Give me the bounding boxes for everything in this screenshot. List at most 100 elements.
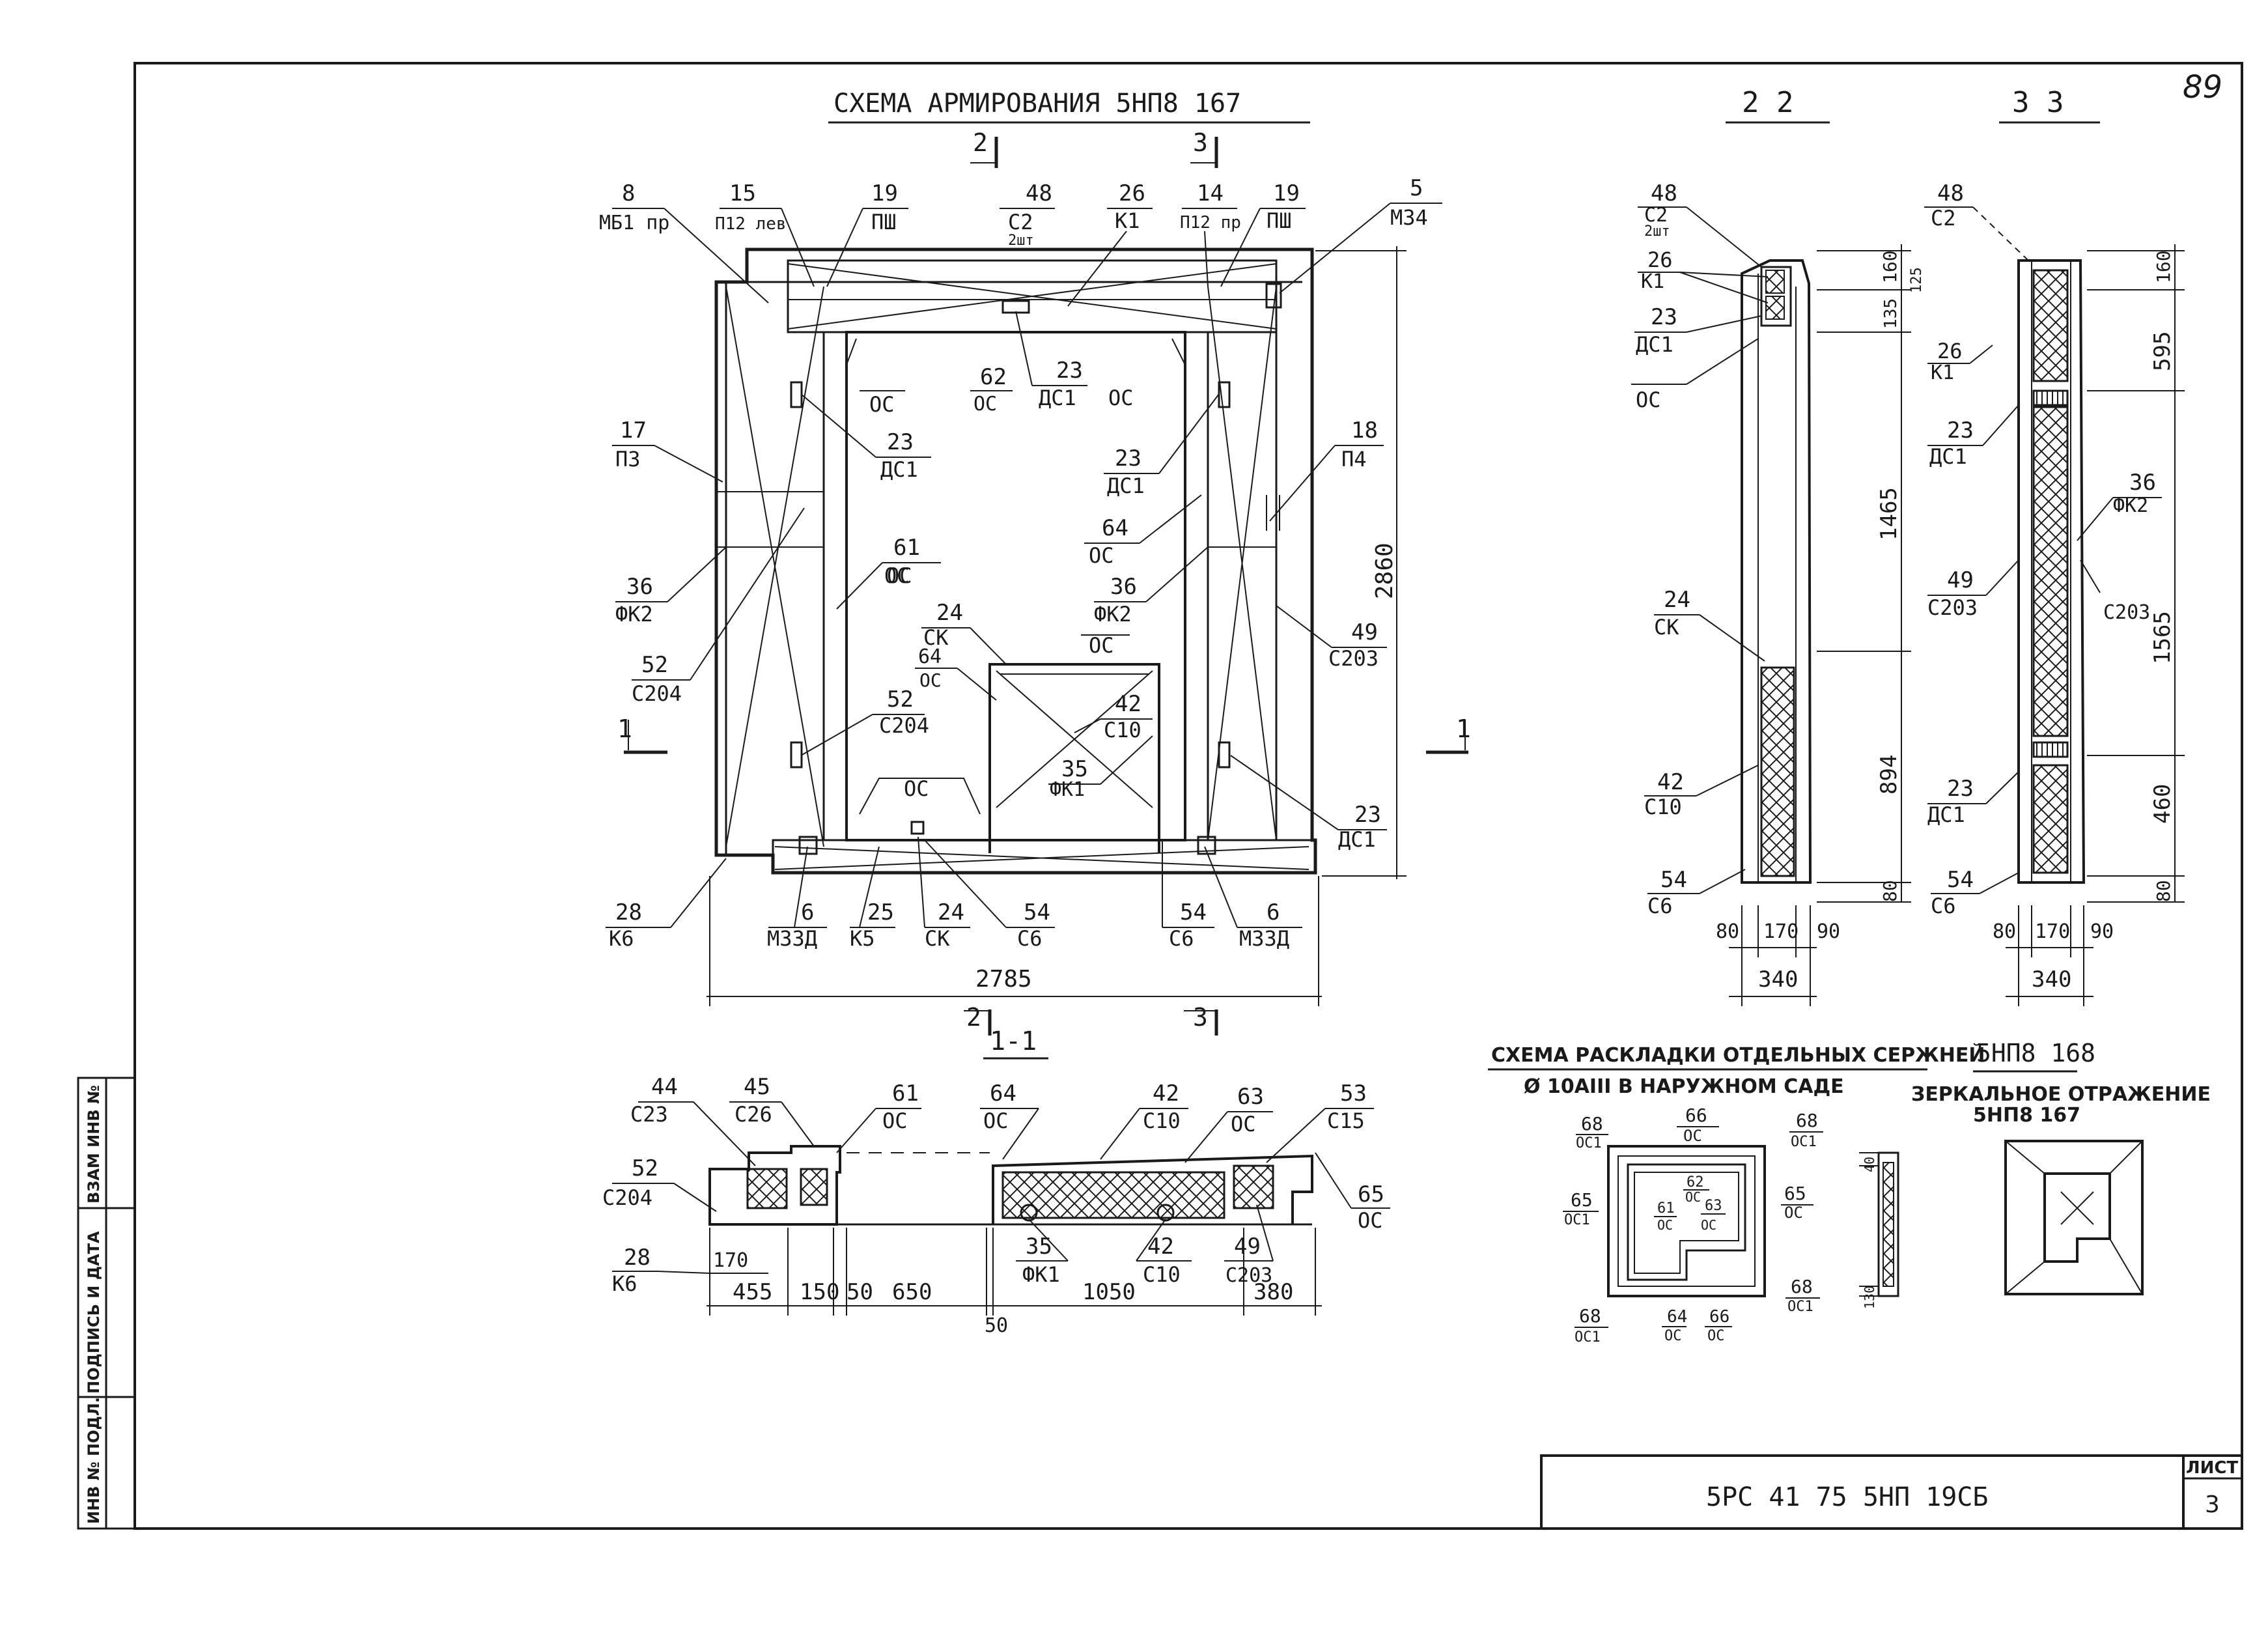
main-width-dim: 2785 <box>975 966 1032 993</box>
svg-text:ДС1: ДС1 <box>1338 827 1376 852</box>
svg-text:ФК1: ФК1 <box>1022 1262 1060 1287</box>
svg-text:ОС1: ОС1 <box>1576 1135 1602 1151</box>
svg-text:ОС: ОС <box>1701 1217 1716 1233</box>
s11-dim: 455 <box>733 1279 772 1305</box>
svg-text:36: 36 <box>626 574 653 600</box>
s22-vdim: 1465 <box>1876 487 1902 541</box>
svg-text:36: 36 <box>2129 470 2156 496</box>
svg-text:ОС: ОС <box>973 393 997 416</box>
svg-text:35: 35 <box>1061 756 1088 782</box>
svg-text:63: 63 <box>1237 1084 1264 1110</box>
svg-text:С2: С2 <box>1644 204 1668 227</box>
section-33-title: 3 3 <box>2012 86 2064 119</box>
svg-text:23: 23 <box>1947 417 1974 444</box>
svg-text:ДС1: ДС1 <box>1636 332 1673 357</box>
svg-text:23: 23 <box>1947 776 1974 802</box>
svg-text:65: 65 <box>1571 1189 1593 1211</box>
s33-vdim: 160 <box>2153 250 2174 283</box>
svg-text:ДС1: ДС1 <box>880 457 918 482</box>
svg-text:62: 62 <box>1687 1174 1704 1191</box>
svg-text:МБ1 пр: МБ1 пр <box>599 212 669 234</box>
svg-text:68: 68 <box>1796 1110 1818 1131</box>
svg-text:ФК2: ФК2 <box>1094 602 1132 627</box>
svg-text:ОС: ОС <box>1683 1127 1702 1145</box>
main-label-oc: ОС <box>904 776 929 801</box>
svg-text:28: 28 <box>615 899 642 925</box>
svg-text:П12 пр: П12 пр <box>1180 213 1241 233</box>
s11-dim: 650 <box>892 1279 932 1305</box>
svg-text:18: 18 <box>1351 417 1378 444</box>
svg-text:54: 54 <box>1947 867 1974 893</box>
svg-text:42: 42 <box>1115 691 1141 717</box>
s11-dim: 50 <box>847 1279 873 1305</box>
svg-text:ПШ: ПШ <box>1267 208 1292 233</box>
s22-vdim: 125 <box>1909 267 1925 293</box>
svg-text:ОС: ОС <box>1664 1328 1682 1344</box>
s22-hdim: 80 <box>1716 920 1739 943</box>
svg-text:61: 61 <box>892 1080 919 1107</box>
svg-text:23: 23 <box>1056 358 1083 384</box>
sect-mark-3-bottom: 3 <box>1193 1003 1208 1032</box>
svg-text:ОС1: ОС1 <box>1575 1329 1601 1346</box>
svg-text:С6: С6 <box>1647 894 1673 918</box>
svg-text:ОС: ОС <box>1685 1189 1701 1205</box>
svg-text:64: 64 <box>990 1080 1016 1107</box>
svg-text:2шт: 2шт <box>1644 223 1670 240</box>
s33-vdim: 1565 <box>2149 611 2176 664</box>
s22-vdim: 80 <box>1879 880 1901 902</box>
svg-text:42: 42 <box>1153 1080 1179 1107</box>
svg-text:62: 62 <box>980 364 1007 390</box>
mirror-code: 5НП8 168 <box>1976 1039 2095 1067</box>
svg-text:65: 65 <box>1784 1183 1806 1204</box>
svg-text:61: 61 <box>1657 1200 1675 1217</box>
svg-text:ДС1: ДС1 <box>1927 802 1965 827</box>
svg-text:5: 5 <box>1410 175 1423 201</box>
svg-text:М33Д: М33Д <box>767 926 817 951</box>
s33-hdim: 90 <box>2090 920 2114 943</box>
svg-text:28: 28 <box>624 1245 651 1271</box>
svg-text:68: 68 <box>1579 1305 1601 1327</box>
svg-text:36: 36 <box>1110 574 1137 600</box>
s22-vdim: 160 <box>1879 250 1901 283</box>
svg-text:ФК2: ФК2 <box>2113 494 2148 517</box>
svg-text:48: 48 <box>1026 180 1052 206</box>
svg-text:49: 49 <box>1351 619 1378 645</box>
section-22-title: 2 2 <box>1742 86 1793 119</box>
svg-text:ФК1: ФК1 <box>1050 778 1085 801</box>
svg-text:45: 45 <box>744 1074 770 1100</box>
sect-mark-1-right: 1 <box>1456 714 1471 743</box>
svg-text:ОС: ОС <box>1231 1112 1256 1136</box>
svg-text:24: 24 <box>938 899 964 925</box>
svg-text:П3: П3 <box>615 447 641 472</box>
svg-text:52: 52 <box>887 686 914 712</box>
